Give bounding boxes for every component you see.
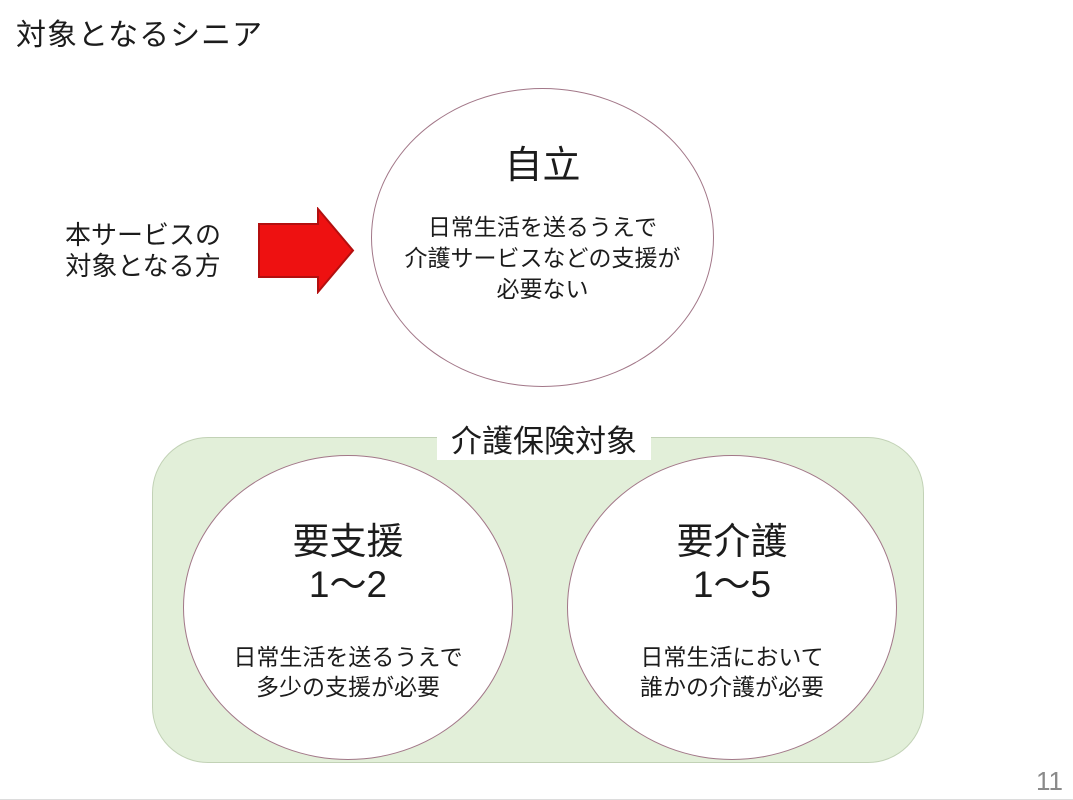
care-circle-title: 要介護 1〜5: [677, 521, 788, 607]
support-circle: 要支援 1〜2 日常生活を送るうえで 多少の支援が必要: [183, 455, 513, 760]
independent-circle: 自立 日常生活を送るうえで 介護サービスなどの支援が 必要ない: [371, 88, 714, 387]
support-circle-title: 要支援 1〜2: [293, 521, 404, 607]
service-target-label: 本サービスの 対象となる方: [43, 220, 243, 282]
independent-circle-title: 自立: [504, 144, 581, 187]
support-circle-title-line1: 要支援: [292, 520, 404, 562]
care-circle-title-line2: 1〜5: [692, 563, 772, 605]
page-number: 11: [1036, 766, 1063, 796]
service-target-label-line1: 本サービスの: [64, 220, 221, 250]
description-line: 多少の支援が必要: [256, 674, 440, 701]
support-circle-description: 日常生活を送るうえで 多少の支援が必要: [233, 642, 462, 702]
independent-circle-description: 日常生活を送るうえで 介護サービスなどの支援が 必要ない: [405, 212, 681, 305]
slide-title: 対象となるシニア: [16, 19, 264, 52]
description-line: 介護サービスなどの支援が: [404, 245, 681, 272]
description-line: 必要ない: [496, 276, 589, 303]
red-arrow-icon: [258, 206, 355, 295]
description-line: 日常生活において: [640, 644, 824, 671]
care-circle-description: 日常生活において 誰かの介護が必要: [640, 642, 824, 702]
insurance-group-label: 介護保険対象: [437, 416, 651, 460]
support-circle-title-line2: 1〜2: [308, 563, 388, 605]
description-line: 誰かの介護が必要: [640, 674, 824, 701]
description-line: 日常生活を送るうえで: [233, 644, 463, 671]
description-line: 日常生活を送るうえで: [427, 214, 658, 241]
care-circle: 要介護 1〜5 日常生活において 誰かの介護が必要: [567, 455, 897, 760]
service-target-label-line2: 対象となる方: [65, 251, 221, 281]
care-circle-title-line1: 要介護: [676, 520, 788, 562]
